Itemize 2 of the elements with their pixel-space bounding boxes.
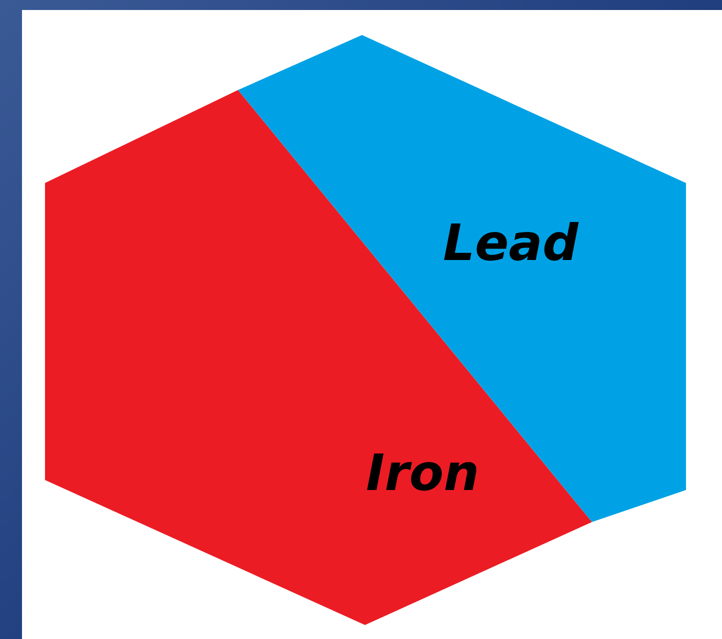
region-label: Lead: [443, 218, 578, 268]
region-label: Iron: [366, 448, 480, 498]
